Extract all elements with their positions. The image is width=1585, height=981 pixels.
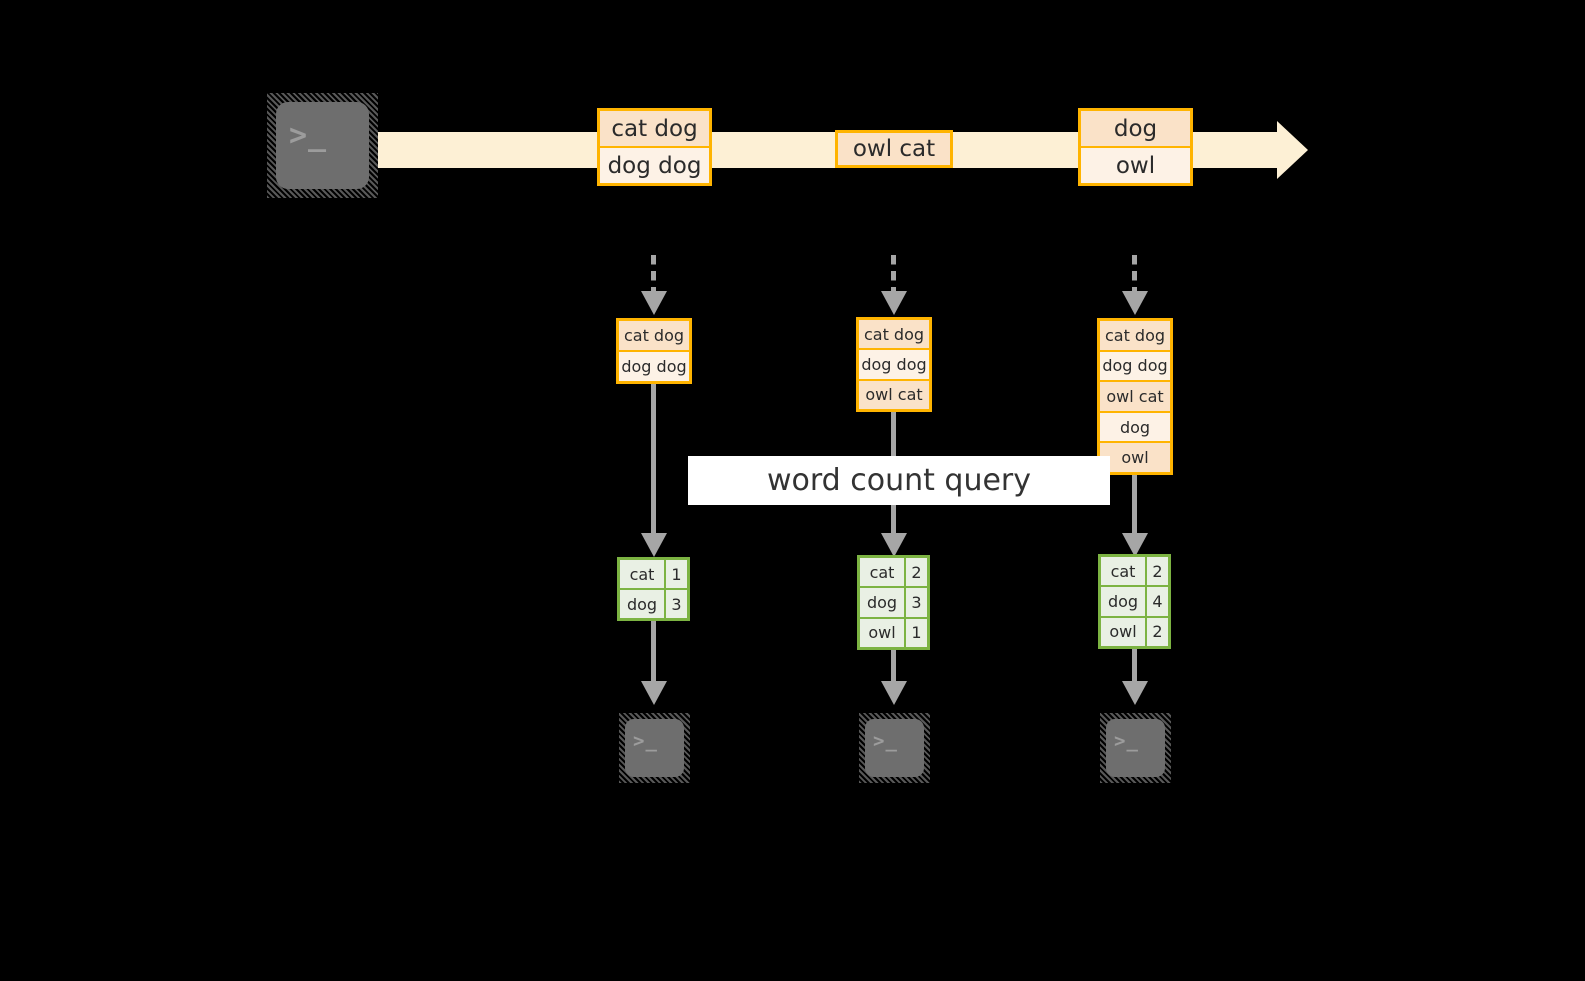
snapshot-line: dog dog (1100, 351, 1170, 383)
producer-terminal-icon[interactable]: >_ (267, 93, 378, 198)
record-line: dog (1081, 111, 1190, 148)
table-cell-word: dog (620, 590, 666, 618)
terminal-prompt-glyph: >_ (289, 118, 328, 153)
output-connector-3-head (1122, 681, 1148, 705)
table-cell-count: 4 (1147, 587, 1168, 616)
consumer-terminal-3[interactable]: >_ (1100, 713, 1171, 783)
dashed-connector-1-head (641, 291, 667, 315)
table-row: owl 1 (860, 618, 927, 647)
table-cell-word: owl (1101, 617, 1147, 646)
dashed-connector-2 (891, 255, 896, 295)
snapshot-t2[interactable]: cat dog dog dog owl cat (856, 317, 932, 412)
table-cell-word: owl (860, 618, 906, 647)
terminal-prompt-glyph: >_ (873, 730, 898, 752)
result-t1[interactable]: cat 1 dog 3 (617, 557, 690, 621)
query-connector-3-head (1122, 533, 1148, 557)
table-cell-count: 2 (906, 558, 927, 587)
query-connector-1 (651, 384, 656, 537)
stream-arrow-head (1277, 121, 1308, 179)
consumer-terminal-1[interactable]: >_ (619, 713, 690, 783)
dashed-connector-1 (651, 255, 656, 295)
query-connector-3 (1132, 475, 1137, 537)
terminal-prompt-glyph: >_ (633, 730, 658, 752)
output-connector-2 (891, 650, 896, 684)
table-cell-count: 1 (906, 618, 927, 647)
table-cell-count: 1 (666, 560, 687, 588)
table-cell-word: dog (1101, 587, 1147, 616)
table-row: dog 3 (620, 590, 687, 618)
snapshot-line: cat dog (859, 320, 929, 351)
snapshot-t3[interactable]: cat dog dog dog owl cat dog owl (1097, 318, 1173, 475)
output-connector-2-head (881, 681, 907, 705)
stream-record-1[interactable]: cat dog dog dog (597, 108, 712, 186)
table-row: cat 1 (620, 560, 687, 590)
dashed-connector-2-head (881, 291, 907, 315)
table-cell-count: 3 (906, 588, 927, 617)
terminal-screen (1106, 719, 1165, 777)
terminal-screen (865, 719, 924, 777)
snapshot-line: dog dog (619, 352, 689, 381)
table-cell-count: 2 (1147, 617, 1168, 646)
consumer-terminal-2[interactable]: >_ (859, 713, 930, 783)
table-cell-word: cat (1101, 557, 1147, 586)
table-row: owl 2 (1101, 617, 1168, 646)
snapshot-line: cat dog (1100, 321, 1170, 352)
snapshot-line: cat dog (619, 321, 689, 352)
table-row: cat 2 (1101, 557, 1168, 588)
terminal-screen (625, 719, 684, 777)
output-connector-3 (1132, 649, 1137, 684)
table-cell-word: dog (860, 588, 906, 617)
query-connector-2-head (881, 533, 907, 557)
query-connector-1-head (641, 533, 667, 557)
result-t3[interactable]: cat 2 dog 4 owl 2 (1098, 554, 1171, 649)
dashed-connector-3 (1132, 255, 1137, 295)
record-line: cat dog (600, 111, 709, 148)
terminal-prompt-glyph: >_ (1114, 730, 1139, 752)
output-connector-1-head (641, 681, 667, 705)
query-banner-label: word count query (766, 463, 1032, 498)
snapshot-line: owl cat (859, 380, 929, 409)
output-connector-1 (651, 621, 656, 684)
table-cell-count: 3 (666, 590, 687, 618)
snapshot-line: dog (1100, 412, 1170, 444)
terminal-screen (276, 102, 369, 189)
table-row: cat 2 (860, 558, 927, 589)
stream-record-3[interactable]: dog owl (1078, 108, 1193, 186)
table-row: dog 4 (1101, 587, 1168, 618)
record-line: dog dog (600, 148, 709, 183)
table-cell-word: cat (860, 558, 906, 587)
snapshot-t1[interactable]: cat dog dog dog (616, 318, 692, 384)
result-t2[interactable]: cat 2 dog 3 owl 1 (857, 555, 930, 650)
snapshot-line: owl cat (1100, 382, 1170, 413)
table-cell-word: cat (620, 560, 666, 588)
table-cell-count: 2 (1147, 557, 1168, 586)
record-line: owl (1081, 148, 1190, 183)
stream-record-2[interactable]: owl cat (835, 130, 953, 168)
record-line: owl cat (838, 133, 950, 165)
table-row: dog 3 (860, 588, 927, 619)
snapshot-line: dog dog (859, 350, 929, 381)
dashed-connector-3-head (1122, 291, 1148, 315)
snapshot-line: owl (1100, 443, 1170, 472)
query-banner: word count query (688, 456, 1110, 505)
